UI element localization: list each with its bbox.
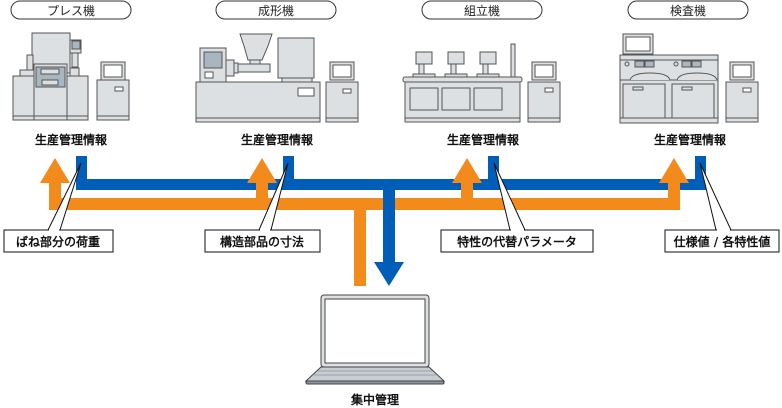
- blue-down-arrowhead: [374, 262, 404, 286]
- laptop-icon: [304, 294, 446, 385]
- central-management-label: 集中管理: [350, 392, 399, 407]
- callout-inspection: 仕様値 / 各特性値: [664, 162, 780, 253]
- blue-down-stem: [383, 179, 395, 263]
- callout-text-inspection: 仕様値 / 各特性値: [673, 234, 771, 249]
- orange-riser-inspection: [668, 182, 680, 210]
- machine-name-press: プレス機: [47, 3, 95, 18]
- press-machine-icon: [12, 32, 130, 121]
- machine-pill-press: プレス機: [10, 0, 132, 20]
- assembly-machine-icon: [402, 43, 561, 123]
- orange-up-arrowhead-assembly: [452, 158, 482, 183]
- orange-up-stem: [354, 198, 366, 286]
- callout-text-press: ばね部分の荷重: [16, 234, 100, 249]
- callout-text-molding: 構造部品の寸法: [220, 234, 304, 249]
- machine-name-molding: 成形機: [258, 3, 294, 18]
- blue-riser-molding: [283, 156, 294, 190]
- inspection-machine-icon: [619, 33, 759, 124]
- callout-text-assembly: 特性の代替パラメータ: [457, 234, 577, 249]
- production-info-label-press: 生産管理情報: [35, 132, 108, 147]
- callout-assembly: 特性の代替パラメータ: [440, 162, 594, 253]
- machine-name-assembly: 組立機: [464, 3, 500, 18]
- blue-riser-assembly: [488, 156, 499, 190]
- orange-up-arrowhead-molding: [247, 158, 277, 183]
- orange-data-flow: [40, 158, 689, 286]
- orange-up-arrowhead-inspection: [659, 158, 689, 183]
- production-info-label-molding: 生産管理情報: [241, 132, 314, 147]
- machine-name-inspection: 検査機: [670, 3, 706, 18]
- orange-riser-molding: [256, 182, 268, 210]
- production-info-label-assembly: 生産管理情報: [447, 132, 520, 147]
- orange-riser-press: [49, 182, 61, 210]
- callout-press: ばね部分の荷重: [3, 162, 114, 253]
- orange-riser-assembly: [461, 182, 473, 210]
- machine-pill-assembly: 組立機: [421, 0, 543, 20]
- machine-pill-inspection: 検査機: [627, 0, 749, 20]
- production-info-label-inspection: 生産管理情報: [654, 132, 727, 147]
- blue-data-flow: [76, 156, 706, 286]
- orange-bus: [49, 198, 671, 210]
- callout-molding: 構造部品の寸法: [204, 162, 321, 253]
- blue-riser-inspection: [695, 156, 706, 190]
- machine-pill-molding: 成形機: [215, 0, 337, 20]
- molding-machine-icon: [195, 33, 359, 123]
- blue-riser-press: [76, 156, 87, 190]
- orange-up-arrowhead-press: [40, 158, 70, 183]
